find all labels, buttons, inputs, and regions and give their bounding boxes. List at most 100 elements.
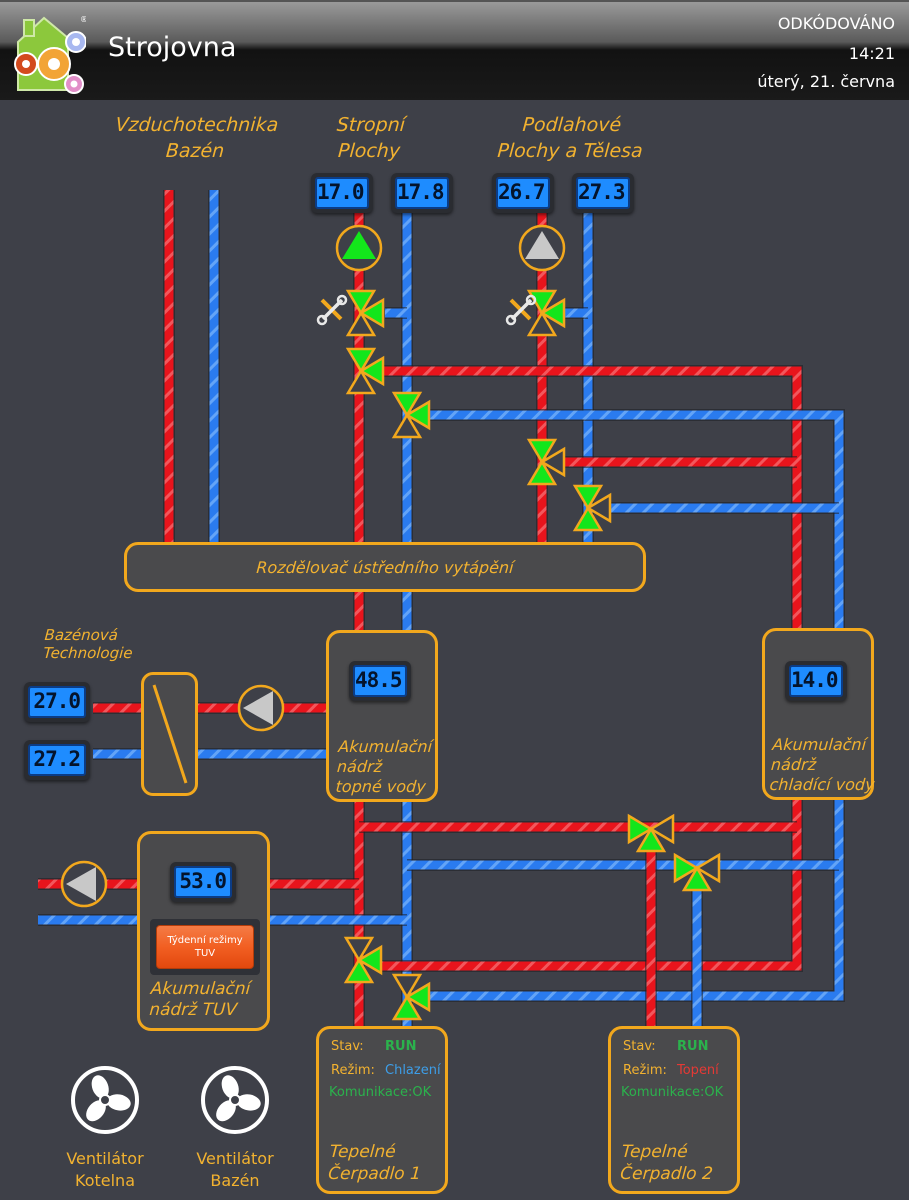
heat-pump-2[interactable]: Stav: RUN Režim: Topení Komunikace:OK Te… (608, 1026, 740, 1194)
lcd-value: 53.0 (174, 866, 232, 898)
heat-exchanger-icon (152, 684, 188, 784)
lcd-value: 17.0 (315, 177, 369, 209)
valve-port (681, 865, 713, 892)
podlahove-cold-valve[interactable] (572, 484, 612, 532)
label-line: Čerpadlo 1 (327, 1164, 422, 1184)
valve-port (585, 492, 612, 524)
stropni-hot-valve[interactable] (345, 347, 385, 395)
valve-port (572, 505, 604, 532)
label-line: Ventilátor (196, 1149, 274, 1168)
valve-port (345, 347, 377, 374)
label-line: Akumulační (771, 735, 867, 754)
decode-status: ODKÓDOVÁNO (777, 14, 895, 33)
valve-port (391, 973, 423, 1000)
label-line: chladící vody (768, 775, 876, 794)
hp2-cold-valve[interactable] (673, 852, 721, 892)
lcd-value: 17.8 (395, 177, 449, 209)
fan-kotelna-icon[interactable] (69, 1064, 141, 1136)
label-line: Bazénová (44, 626, 119, 644)
fan-kotelna-label: Ventilátor Kotelna (50, 1148, 160, 1192)
hp1-cold-valve[interactable] (391, 973, 431, 1021)
valve-port (345, 310, 377, 337)
clock-time: 14:21 (848, 44, 895, 63)
pump-icon (66, 867, 96, 901)
hp2-label: Tepelné Čerpadlo 2 (619, 1141, 715, 1185)
stropni-cold-valve[interactable] (391, 391, 431, 439)
hp2-rezim-value: Topení (677, 1063, 719, 1078)
cooling-tank[interactable]: 14.0 Akumulační nádrž chladící vody (762, 628, 876, 800)
hot-pipe (380, 366, 802, 630)
heat-pump-1[interactable]: Stav: RUN Režim: Chlazení Komunikace:OK … (316, 1026, 448, 1194)
pool-technology-label: Bazénová Technologie (43, 626, 135, 662)
label-line: nádrž (770, 755, 817, 774)
podlahove-hot-valve[interactable] (526, 438, 566, 486)
lcd-value: 27.3 (576, 177, 630, 209)
hp1-komunikace: Komunikace:OK (329, 1085, 432, 1100)
clock-date: úterý, 21. června (757, 72, 895, 91)
valve-port (572, 484, 604, 511)
heating-tank[interactable]: 48.5 Akumulační nádrž topné vody (326, 630, 438, 802)
valve-port (356, 944, 383, 976)
valve-port (404, 981, 431, 1013)
valve-port (358, 355, 385, 387)
valve-port (404, 399, 431, 431)
stropni-mixing-valve[interactable] (345, 289, 385, 337)
tuv-tank-label: Akumulační nádrž TUV (149, 979, 251, 1021)
label-line: Ventilátor (66, 1149, 144, 1168)
app-logo-icon: ® (14, 15, 86, 94)
valve-port (635, 826, 667, 853)
label-line: nádrž (336, 757, 383, 776)
podlahove-service-icon[interactable] (505, 294, 537, 326)
fan-bazen-icon[interactable] (199, 1064, 271, 1136)
hp2-stav-label: Stav: (623, 1039, 656, 1054)
hp1-rezim-value: Chlazení (385, 1063, 441, 1078)
hp2-hot-valve[interactable] (627, 813, 675, 853)
manifold-box[interactable]: Rozdělovač ústředního vytápění (124, 542, 646, 592)
hp1-hot-valve[interactable] (343, 936, 383, 984)
pump-icon (525, 231, 559, 259)
heat-exchanger[interactable] (141, 672, 198, 796)
stropni-pump[interactable] (335, 224, 383, 272)
label-line: Kotelna (75, 1171, 135, 1190)
circuit-label-podlahove: Podlahové Plochy a Tělesa (484, 112, 658, 164)
stropni-supply-temp-display: 17.0 (311, 173, 373, 213)
valve-port (391, 994, 423, 1021)
label-line: Bazén (165, 140, 226, 162)
podlahove-supply-temp-display: 26.7 (492, 173, 554, 213)
valve-port (358, 297, 385, 329)
valve-port (345, 368, 377, 395)
hp2-komunikace: Komunikace:OK (621, 1085, 724, 1100)
valve-port (345, 289, 377, 316)
podlahove-pump[interactable] (518, 224, 566, 272)
circuit-label-stropni: Stropní Plochy (318, 112, 422, 164)
lcd-value: 27.0 (28, 686, 86, 718)
label-line: Podlahové (521, 114, 623, 136)
pipe-shadow (430, 409, 845, 545)
lcd-value: 48.5 (353, 665, 407, 697)
tuv-pump[interactable] (60, 860, 108, 908)
diagram-area: Vzduchotechnika Bazén Stropní Plochy Pod… (0, 100, 909, 1200)
valve-port (526, 459, 558, 486)
lcd-value: 27.2 (28, 744, 86, 776)
valve-port (391, 391, 423, 418)
label-line: Bazén (210, 1171, 260, 1190)
pool-pump[interactable] (237, 684, 285, 732)
tuv-tank-temp-display: 53.0 (170, 862, 236, 902)
pool-return-temp-display: 27.2 (24, 740, 90, 780)
page-title: Strojovna (108, 32, 237, 63)
heating-tank-label: Akumulační nádrž topné vody (335, 737, 433, 797)
label-line: Tepelné (329, 1142, 397, 1162)
label-line: topné vody (334, 777, 427, 796)
label-line: Akumulační (337, 737, 433, 756)
stropni-service-icon[interactable] (316, 294, 348, 326)
heating-tank-temp-display: 48.5 (349, 661, 411, 701)
valve-port (673, 852, 700, 884)
valve-port (526, 438, 558, 465)
hp2-rezim-label: Režim: (623, 1063, 667, 1078)
hp1-stav-label: Stav: (331, 1039, 364, 1054)
svg-text:®: ® (80, 15, 86, 24)
fan-bazen-label: Ventilátor Bazén (180, 1148, 290, 1192)
